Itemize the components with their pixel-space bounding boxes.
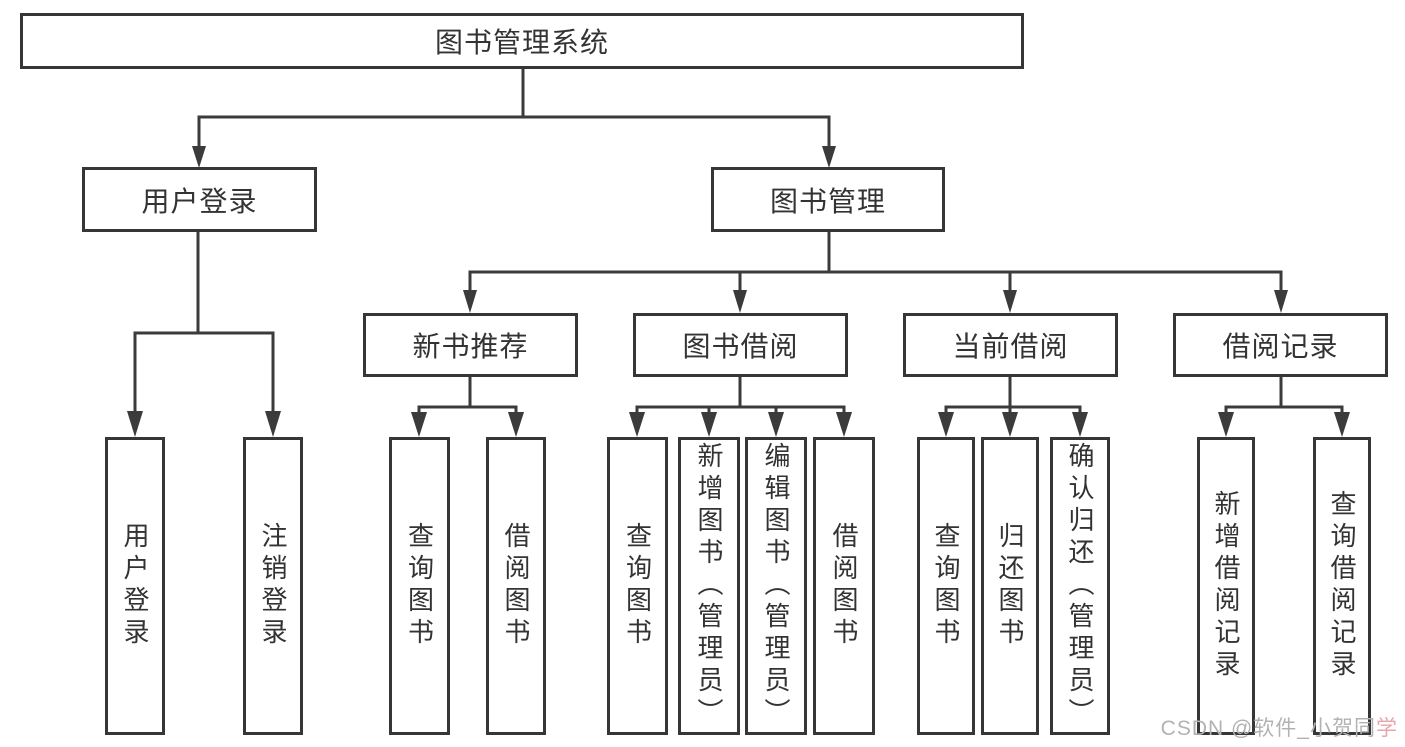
arrowhead-icon <box>508 412 524 437</box>
leaf-confirm-return-admin: 确认归还（管理员） <box>1050 437 1110 735</box>
connector-current-borrow-to-leaves <box>938 377 1088 437</box>
leaf-query-books-current: 查询图书 <box>917 437 975 735</box>
node-user-login: 用户登录 <box>82 167 317 232</box>
connector-book-management-to-level3 <box>463 232 1288 313</box>
arrowhead-icon <box>629 412 645 437</box>
arrowhead-icon <box>701 412 717 437</box>
leaf-user-login: 用户登录 <box>105 437 165 735</box>
connector-borrow-records-to-leaves <box>1218 377 1350 437</box>
leaf-return-book: 归还图书 <box>981 437 1039 735</box>
arrowhead-icon <box>938 412 954 437</box>
csdn-watermark-accent: 学 <box>1376 717 1398 740</box>
arrowhead-icon <box>733 290 747 313</box>
leaf-query-books-recommend: 查询图书 <box>389 437 450 735</box>
leaf-edit-book-admin: 编辑图书（管理员） <box>745 437 807 735</box>
connector-root-to-level2 <box>192 69 836 168</box>
arrowhead-icon <box>1274 290 1288 313</box>
node-new-book-recommend: 新书推荐 <box>363 313 578 377</box>
connector-new-book-recommend-to-leaves <box>411 377 524 437</box>
csdn-watermark: CSDN @软件_小贺同学 <box>1161 712 1398 742</box>
arrowhead-icon <box>1003 290 1017 313</box>
leaf-add-borrow-record: 新增借阅记录 <box>1197 437 1255 735</box>
arrowhead-icon <box>768 412 784 437</box>
arrowhead-icon <box>411 412 427 437</box>
node-current-borrow: 当前借阅 <box>903 313 1118 377</box>
arrowhead-icon <box>192 146 206 168</box>
arrowhead-icon <box>265 411 281 437</box>
arrowhead-icon <box>1218 412 1234 437</box>
connector-book-borrow-to-leaves <box>629 377 852 437</box>
leaf-query-borrow-record: 查询借阅记录 <box>1313 437 1371 735</box>
leaf-add-book-admin: 新增图书（管理员） <box>678 437 740 735</box>
leaf-query-books-borrow: 查询图书 <box>607 437 668 735</box>
arrowhead-icon <box>822 146 836 168</box>
node-borrow-records: 借阅记录 <box>1173 313 1388 377</box>
arrowhead-icon <box>463 290 477 313</box>
csdn-watermark-text: CSDN @软件_小贺同 <box>1160 717 1376 740</box>
arrowhead-icon <box>1072 412 1088 437</box>
arrowhead-icon <box>127 411 143 437</box>
node-book-management: 图书管理 <box>711 167 945 232</box>
node-library-management-system: 图书管理系统 <box>20 13 1024 69</box>
leaf-borrow-books: 借阅图书 <box>813 437 875 735</box>
leaf-borrow-books-recommend: 借阅图书 <box>486 437 546 735</box>
node-book-borrow: 图书借阅 <box>633 313 848 377</box>
connector-user-login-to-leaves <box>127 232 281 437</box>
arrowhead-icon <box>1334 412 1350 437</box>
arrowhead-icon <box>1002 412 1018 437</box>
leaf-logout: 注销登录 <box>243 437 303 735</box>
arrowhead-icon <box>836 412 852 437</box>
